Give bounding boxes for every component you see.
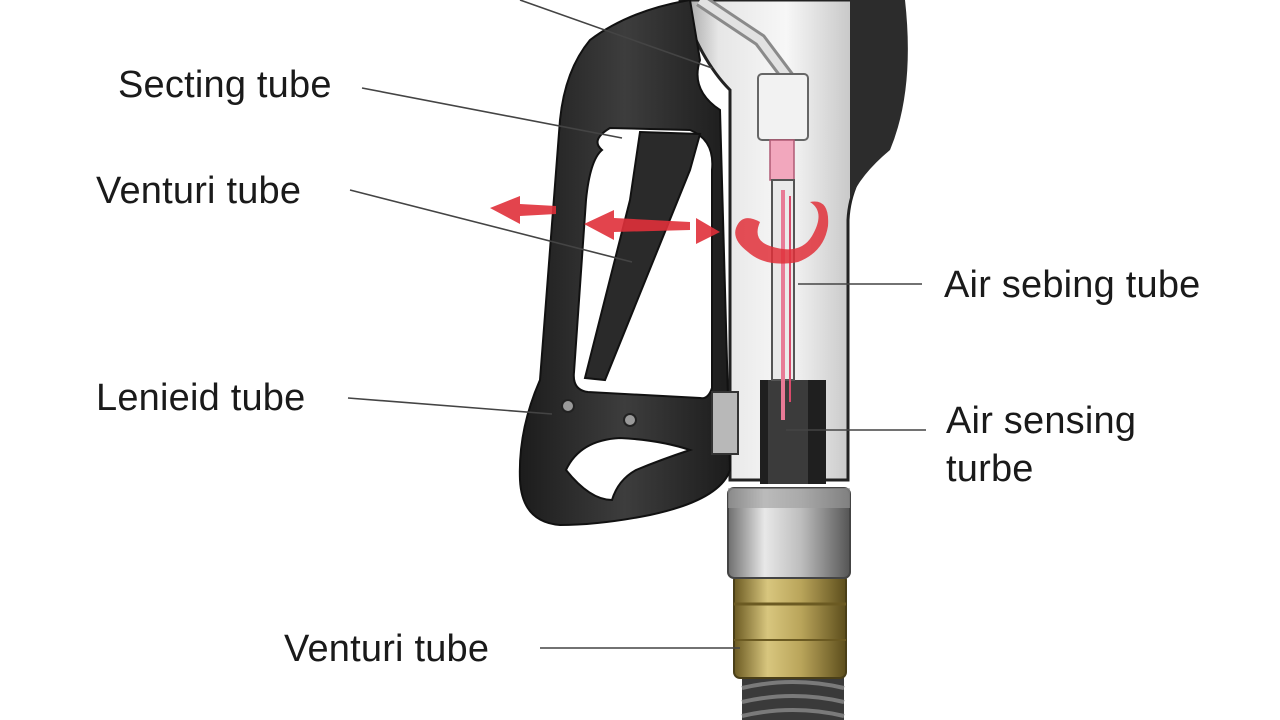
venturi-swirl [735,201,829,264]
label-lenieid-tube: Lenieid tube [96,377,306,419]
leader-line-venturi-upper [349,189,633,263]
steel-collar [727,487,851,579]
flow-arrows [490,196,720,244]
label-venturi-tube-lower: Venturi tube [284,628,490,670]
brass-fitting [733,573,847,679]
leader-line-secting [361,87,623,139]
hose [741,676,845,720]
leader-lines [347,0,926,649]
label-air-sensing-tube-upper: Air sebing tube [944,264,1201,306]
label-venturi-tube-upper: Venturi tube [96,170,302,212]
leader-line-top-edge [519,0,713,69]
nozzle-handle [518,0,739,527]
leader-line-lenieid [347,397,553,415]
label-secting-tube: Secting tube [118,64,332,106]
sensing-assembly [696,0,809,420]
label-air-sensing-turbe: Air sensing turbe [946,400,1137,490]
